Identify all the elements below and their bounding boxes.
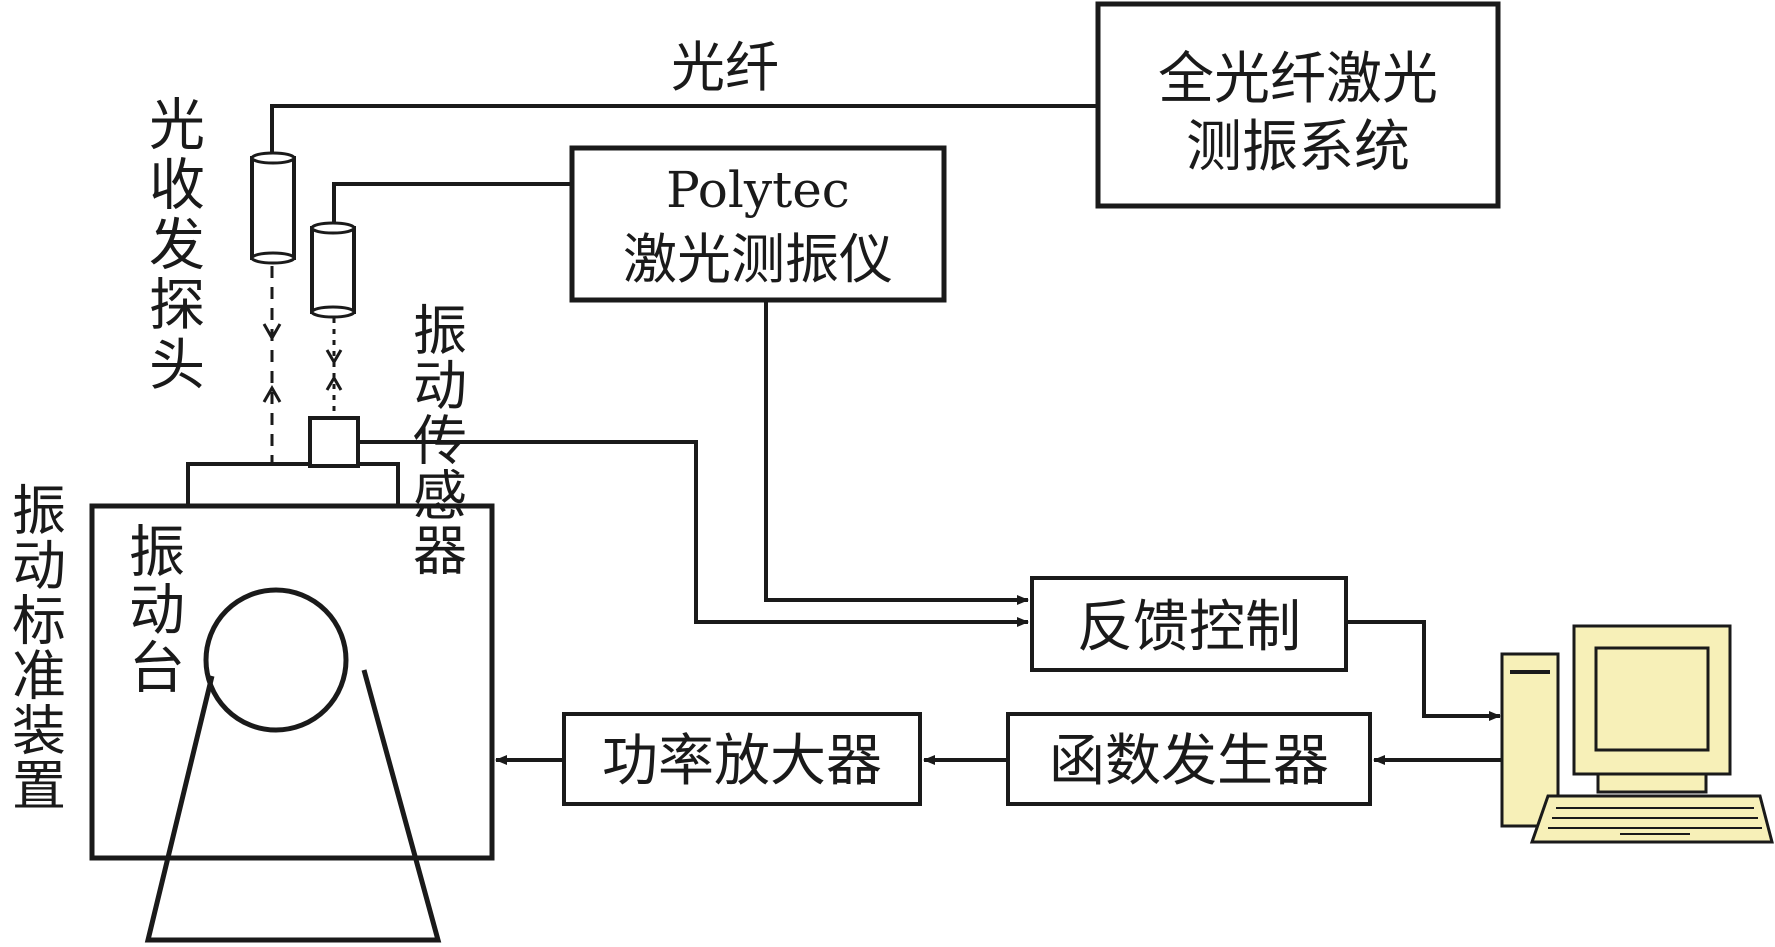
- shaker-assembly: [89, 416, 495, 943]
- polytec-box: Polytec 激光测振仪: [332, 145, 947, 303]
- desktop-computer-icon: [1500, 624, 1774, 844]
- svg-text:光收发探头: 光收发探头: [140, 95, 205, 395]
- probe-label: 光收发探头: [140, 95, 205, 395]
- polytec-probe-head: [310, 221, 356, 319]
- polytec-line1: Polytec: [666, 161, 850, 219]
- all-fiber-system-line1: 全光纤激光: [1158, 47, 1438, 112]
- power-amplifier-label: 功率放大器: [602, 729, 882, 794]
- feedback-to-computer-line: [1346, 620, 1501, 721]
- laser-beams: [262, 266, 343, 465]
- fiber-connection: [270, 104, 1098, 160]
- power-amplifier-box: 功率放大器: [562, 712, 922, 806]
- function-generator-label: 函数发生器: [1049, 729, 1329, 794]
- vibration-sensor-label: 振动传感器: [404, 302, 467, 577]
- function-generator-box: 函数发生器: [1006, 712, 1372, 806]
- signal-lines: [358, 300, 1029, 627]
- feedback-control-label: 反馈控制: [1077, 595, 1301, 660]
- calibration-device-label: 振动标准装置: [3, 482, 66, 812]
- polytec-line2: 激光测振仪: [623, 228, 893, 291]
- feedback-control-box: 反馈控制: [1030, 576, 1348, 672]
- fiber-label: 光纤: [671, 36, 779, 99]
- all-fiber-system-box: 全光纤激光 测振系统: [1095, 1, 1501, 209]
- all-fiber-system-line2: 测振系统: [1186, 115, 1410, 180]
- shaker-label: 振动台: [120, 522, 185, 696]
- fiber-probe-head: [250, 151, 296, 265]
